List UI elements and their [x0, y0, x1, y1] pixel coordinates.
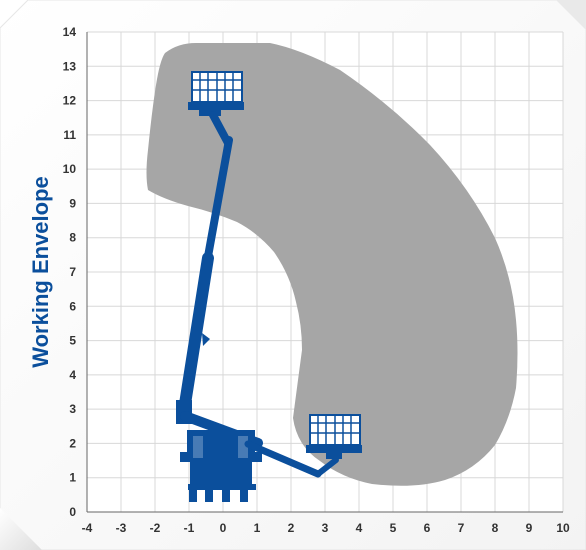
- outreach-jib: [315, 457, 339, 477]
- y-tick-label: 12: [63, 94, 77, 108]
- boom-lift-illustration: [176, 71, 362, 502]
- telescopic-boom-upper: [203, 136, 233, 266]
- y-tick-label: 3: [69, 402, 76, 416]
- upper-platform-basket: [188, 71, 244, 116]
- y-tick-label: 5: [69, 334, 76, 348]
- y-tick-label: 7: [69, 265, 76, 279]
- x-tick-label: 9: [526, 521, 533, 535]
- x-tick-label: 3: [322, 521, 329, 535]
- x-tick-label: 5: [390, 521, 397, 535]
- y-tick-label: 4: [69, 368, 76, 382]
- y-tick-label: 0: [69, 505, 76, 519]
- x-tick-label: 2: [288, 521, 295, 535]
- y-tick-label: 8: [69, 231, 76, 245]
- x-tick-label: 6: [424, 521, 431, 535]
- x-tick-label: -1: [184, 521, 195, 535]
- y-tick-label: 9: [69, 196, 76, 210]
- outreach-arm: [244, 440, 322, 478]
- x-tick-label: 7: [458, 521, 465, 535]
- x-tick-label: 1: [254, 521, 261, 535]
- y-tick-label: 6: [69, 299, 76, 313]
- y-tick-label: 1: [69, 471, 76, 485]
- x-tick-label: -3: [116, 521, 127, 535]
- bottom-left-fold: [0, 508, 42, 550]
- x-tick-label: -4: [82, 521, 93, 535]
- x-tick-labels: -4 -3 -2 -1 0 1 2 3 4 5 6 7 8 9 10: [82, 521, 570, 535]
- x-tick-label: 8: [492, 521, 499, 535]
- y-tick-label: 11: [63, 128, 76, 142]
- x-tick-label: -2: [150, 521, 161, 535]
- lower-platform-basket: [306, 414, 362, 459]
- y-tick-label: 10: [63, 162, 77, 176]
- top-right-fold: [556, 0, 586, 30]
- x-tick-label: 0: [220, 521, 227, 535]
- y-tick-label: 2: [69, 436, 76, 450]
- boom-cylinder-bracket: [202, 333, 210, 346]
- chassis: [180, 430, 262, 502]
- telescopic-boom-lower: [179, 252, 214, 410]
- y-tick-label: 14: [63, 25, 77, 39]
- working-envelope-area: [146, 43, 518, 486]
- x-tick-label: 4: [356, 521, 363, 535]
- x-tick-label: 10: [556, 521, 570, 535]
- y-tick-label: 13: [63, 59, 77, 73]
- diagram-title: Working Envelope: [28, 176, 53, 368]
